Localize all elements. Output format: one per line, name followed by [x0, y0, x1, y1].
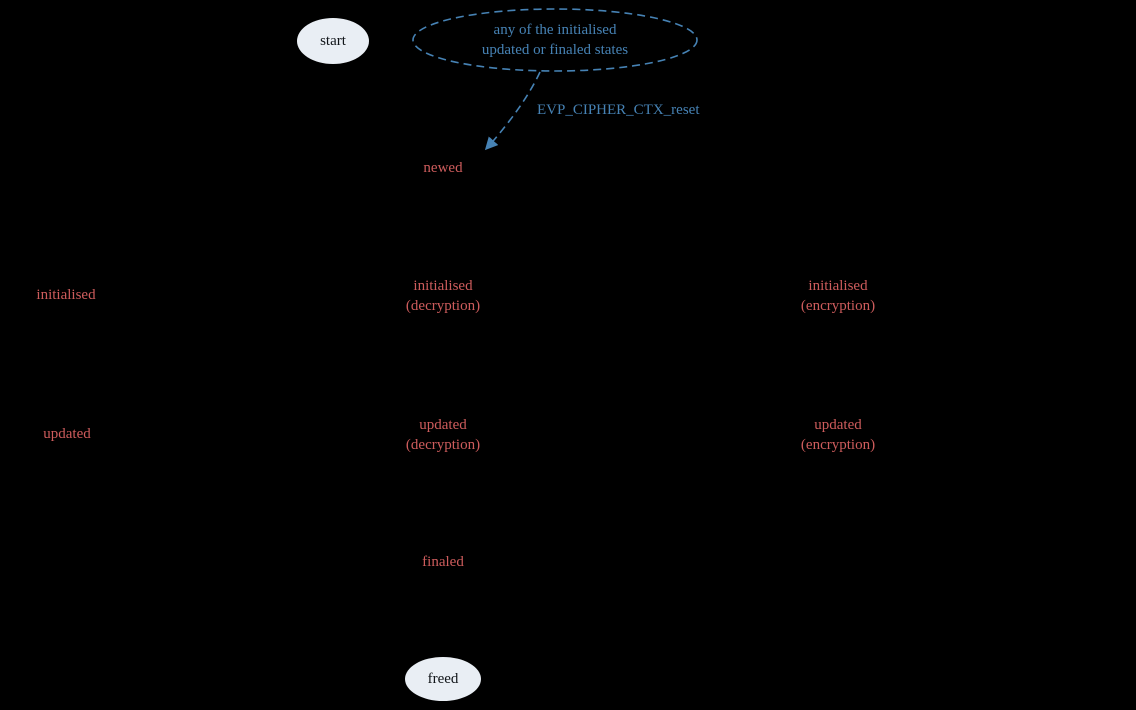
node-initialised: initialised [36, 287, 96, 303]
node-initialised-encryption-line2: (encryption) [800, 298, 876, 314]
node-updated-encryption: updated (encryption) [801, 415, 875, 455]
node-start: start [297, 18, 369, 64]
node-updated-decryption: updated (decryption) [406, 415, 480, 455]
node-freed-label: freed [427, 670, 459, 687]
node-any-state-line1: any of the initialised [493, 22, 617, 38]
node-any-state: any of the initialised updated or finale… [482, 20, 628, 60]
edge-reset-label: EVP_CIPHER_CTX_reset [537, 102, 700, 118]
node-any-state-line2: updated or finaled states [481, 42, 629, 58]
node-updated-decryption-line2: (decryption) [405, 437, 481, 453]
node-initialised-encryption: initialised (encryption) [801, 276, 875, 316]
reset-dashed-arrow [484, 71, 541, 151]
node-updated-encryption-line1: updated [814, 417, 862, 433]
node-freed: freed [405, 657, 481, 701]
node-newed: newed [423, 160, 463, 176]
node-finaled: finaled [422, 554, 464, 570]
node-initialised-decryption-line1: initialised [413, 278, 473, 294]
node-initialised-decryption: initialised (decryption) [406, 276, 480, 316]
node-updated: updated [43, 426, 91, 442]
node-initialised-decryption-line2: (decryption) [405, 298, 481, 314]
node-updated-encryption-line2: (encryption) [800, 437, 876, 453]
node-start-label: start [320, 32, 346, 49]
node-updated-decryption-line1: updated [419, 417, 467, 433]
node-initialised-encryption-line1: initialised [808, 278, 868, 294]
